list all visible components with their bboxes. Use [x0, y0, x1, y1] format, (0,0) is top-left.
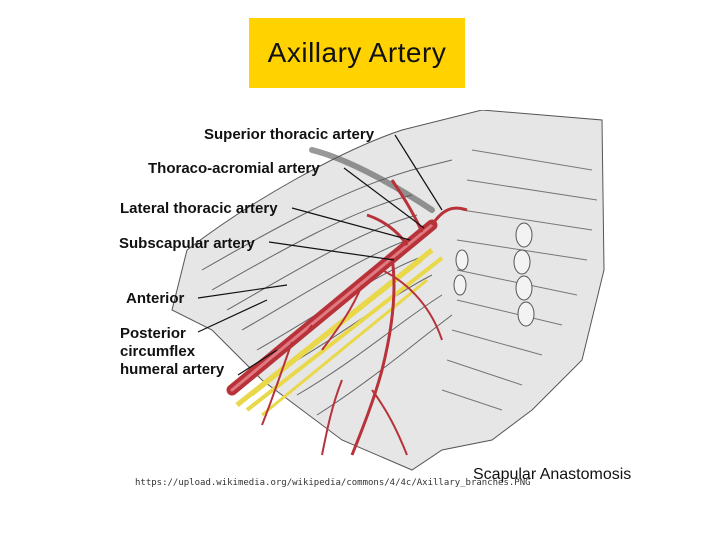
source-url: https://upload.wikimedia.org/wikipedia/c…: [135, 478, 531, 488]
label-leader-lines: [197, 134, 443, 376]
label-subscapular-artery: Subscapular artery: [119, 235, 255, 252]
anatomy-illustration: Superior thoracic artery Thoraco-acromia…: [112, 110, 610, 485]
scapular-anastomosis-caption: Scapular Anastomosis: [473, 466, 632, 483]
slide-title: Axillary Artery: [267, 37, 447, 68]
axillary-anatomy-drawing: [171, 110, 605, 471]
label-lateral-thoracic-artery: Lateral thoracic artery: [120, 200, 278, 217]
label-circumflex: circumflex: [120, 343, 196, 360]
label-humeral-artery: humeral artery: [120, 361, 225, 378]
axillary-artery: [226, 179, 468, 456]
title-box: Axillary Artery: [249, 18, 465, 88]
label-superior-thoracic-artery: Superior thoracic artery: [204, 126, 375, 143]
label-anterior: Anterior: [126, 290, 185, 307]
label-posterior: Posterior: [120, 325, 186, 342]
label-thoraco-acromial-artery: Thoraco-acromial artery: [148, 160, 320, 177]
muscle-background: [171, 110, 605, 471]
